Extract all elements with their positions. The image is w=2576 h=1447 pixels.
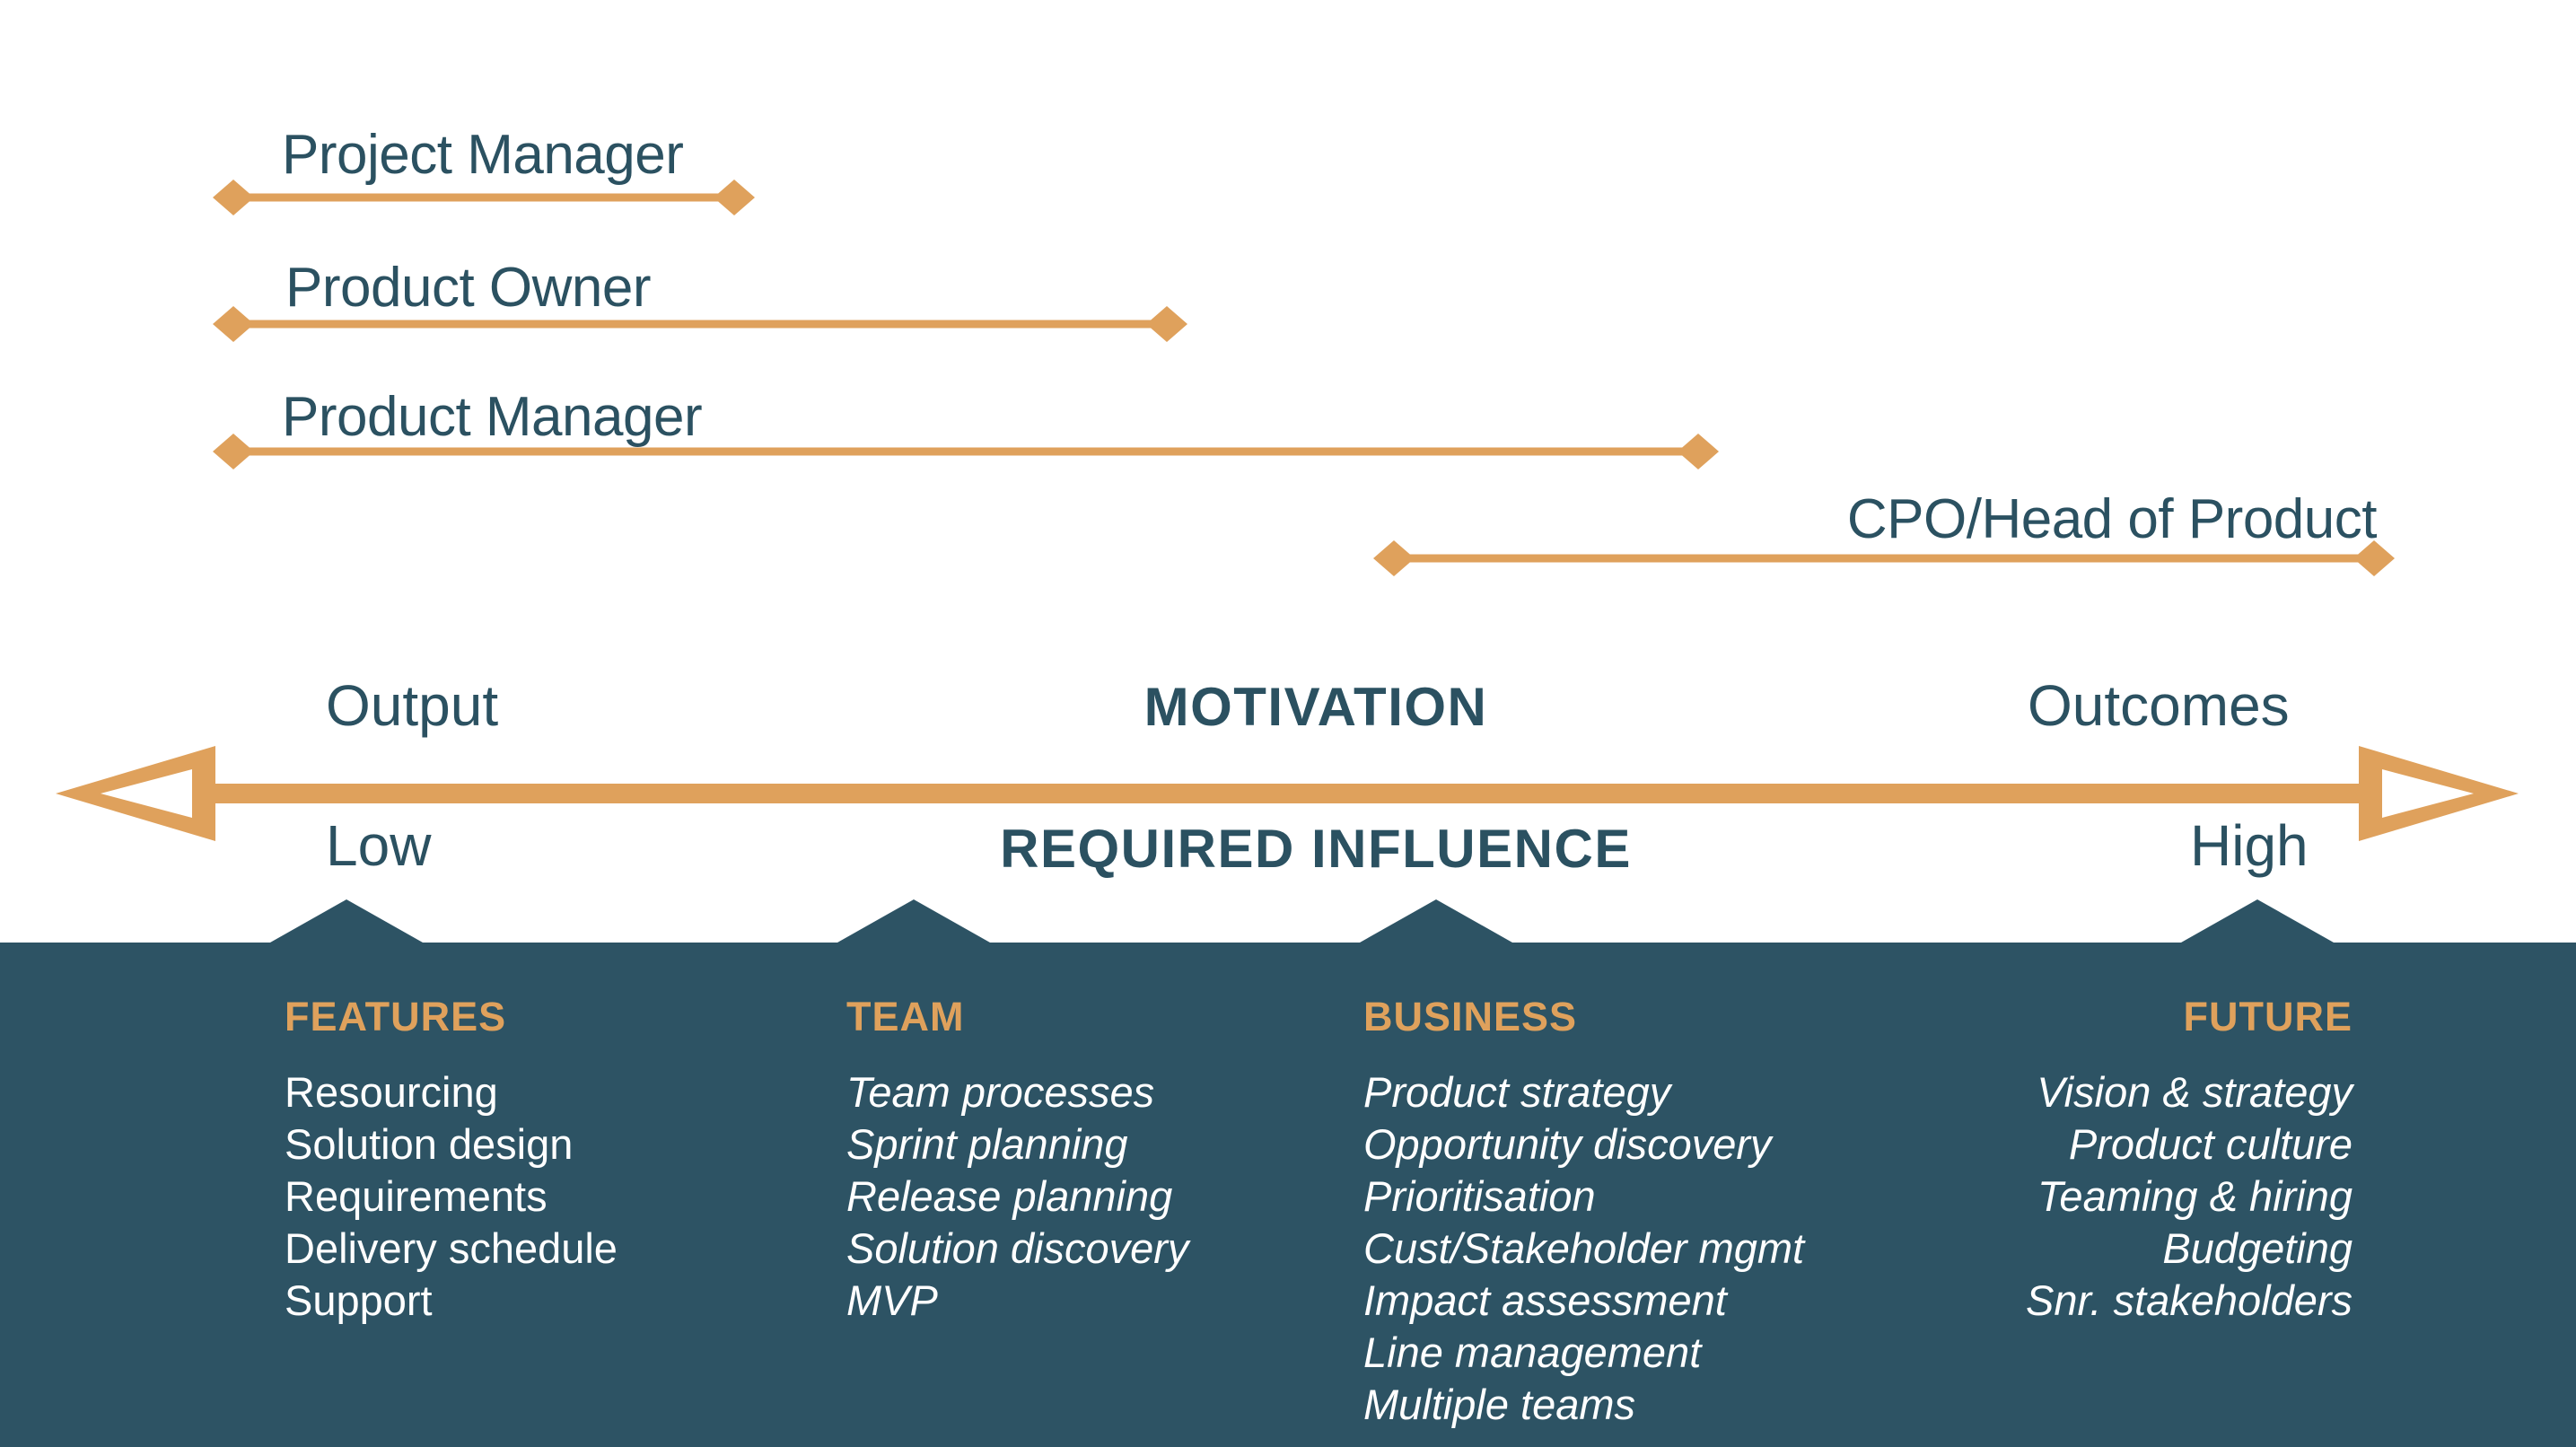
panel-notch: [837, 899, 990, 943]
column-item: Team processes: [846, 1068, 1155, 1116]
column-item: Multiple teams: [1363, 1381, 1635, 1428]
panel-notch: [270, 899, 423, 943]
axis-label-motivation: MOTIVATION: [1143, 677, 1488, 737]
panel-notch: [1360, 899, 1512, 943]
role-label-cpo-head-of-product: CPO/Head of Product: [1846, 488, 2378, 550]
column-heading: TEAM: [846, 994, 965, 1039]
column-item: Budgeting: [2162, 1224, 2353, 1272]
column-item: Line management: [1363, 1329, 1702, 1376]
role-label-product-owner: Product Owner: [285, 257, 652, 319]
column-item: Teaming & hiring: [2037, 1172, 2353, 1220]
column-future: FUTURE Vision & strategy Product culture…: [2026, 995, 2353, 1327]
role-line-product-manager: [213, 434, 1719, 469]
column-item: Cust/Stakeholder mgmt: [1363, 1224, 1805, 1272]
column-item: MVP: [846, 1276, 938, 1324]
column-features: FEATURES Resourcing Solution design Requ…: [285, 995, 618, 1327]
column-item: Support: [285, 1276, 433, 1324]
column-item: Opportunity discovery: [1363, 1120, 1772, 1168]
column-item: Vision & strategy: [2037, 1068, 2353, 1116]
role-label-project-manager: Project Manager: [282, 124, 684, 186]
range-diamond-icon: [1678, 434, 1719, 469]
column-business: BUSINESS Product strategy Opportunity di…: [1363, 995, 1804, 1431]
role-line-product-owner: [213, 306, 1187, 342]
column-heading: BUSINESS: [1363, 994, 1578, 1039]
range-diamond-icon: [213, 434, 254, 469]
column-item: Product culture: [2068, 1120, 2353, 1168]
column-heading: FUTURE: [2183, 994, 2353, 1039]
arrowhead-right-inner: [2382, 769, 2474, 818]
arrowhead-left-inner: [101, 769, 192, 818]
column-item: Sprint planning: [846, 1120, 1128, 1168]
column-item: Impact assessment: [1363, 1276, 1727, 1324]
range-diamond-icon: [714, 180, 755, 215]
range-diamond-icon: [2353, 540, 2395, 576]
column-item: Solution design: [285, 1120, 574, 1168]
range-diamond-icon: [1373, 540, 1415, 576]
column-item: Solution discovery: [846, 1224, 1189, 1272]
range-diamond-icon: [213, 306, 254, 342]
range-diamond-icon: [1146, 306, 1187, 342]
panel-notch: [2181, 899, 2334, 943]
column-item: Release planning: [846, 1172, 1173, 1220]
range-diamond-icon: [213, 180, 254, 215]
axis-label-output: Output: [326, 673, 499, 738]
axis-label-high: High: [2190, 813, 2309, 878]
role-line-project-manager: [213, 180, 755, 215]
axis-label-outcomes: Outcomes: [2028, 673, 2290, 738]
axis-label-low: Low: [326, 813, 432, 878]
role-line-cpo-head-of-product: [1373, 540, 2395, 576]
column-team: TEAM Team processes Sprint planning Rele…: [846, 995, 1188, 1327]
role-label-product-manager: Product Manager: [282, 386, 703, 448]
axis-arrow: [56, 746, 2519, 841]
column-item: Product strategy: [1363, 1068, 1671, 1116]
column-item: Prioritisation: [1363, 1172, 1596, 1220]
column-heading: FEATURES: [285, 994, 507, 1039]
column-item: Requirements: [285, 1172, 548, 1220]
column-item: Snr. stakeholders: [2026, 1276, 2353, 1324]
influence-panel: [0, 943, 2576, 1447]
column-item: Delivery schedule: [285, 1224, 618, 1272]
axis-label-required-influence: REQUIRED INFLUENCE: [1000, 819, 1632, 879]
column-item: Resourcing: [285, 1068, 498, 1116]
